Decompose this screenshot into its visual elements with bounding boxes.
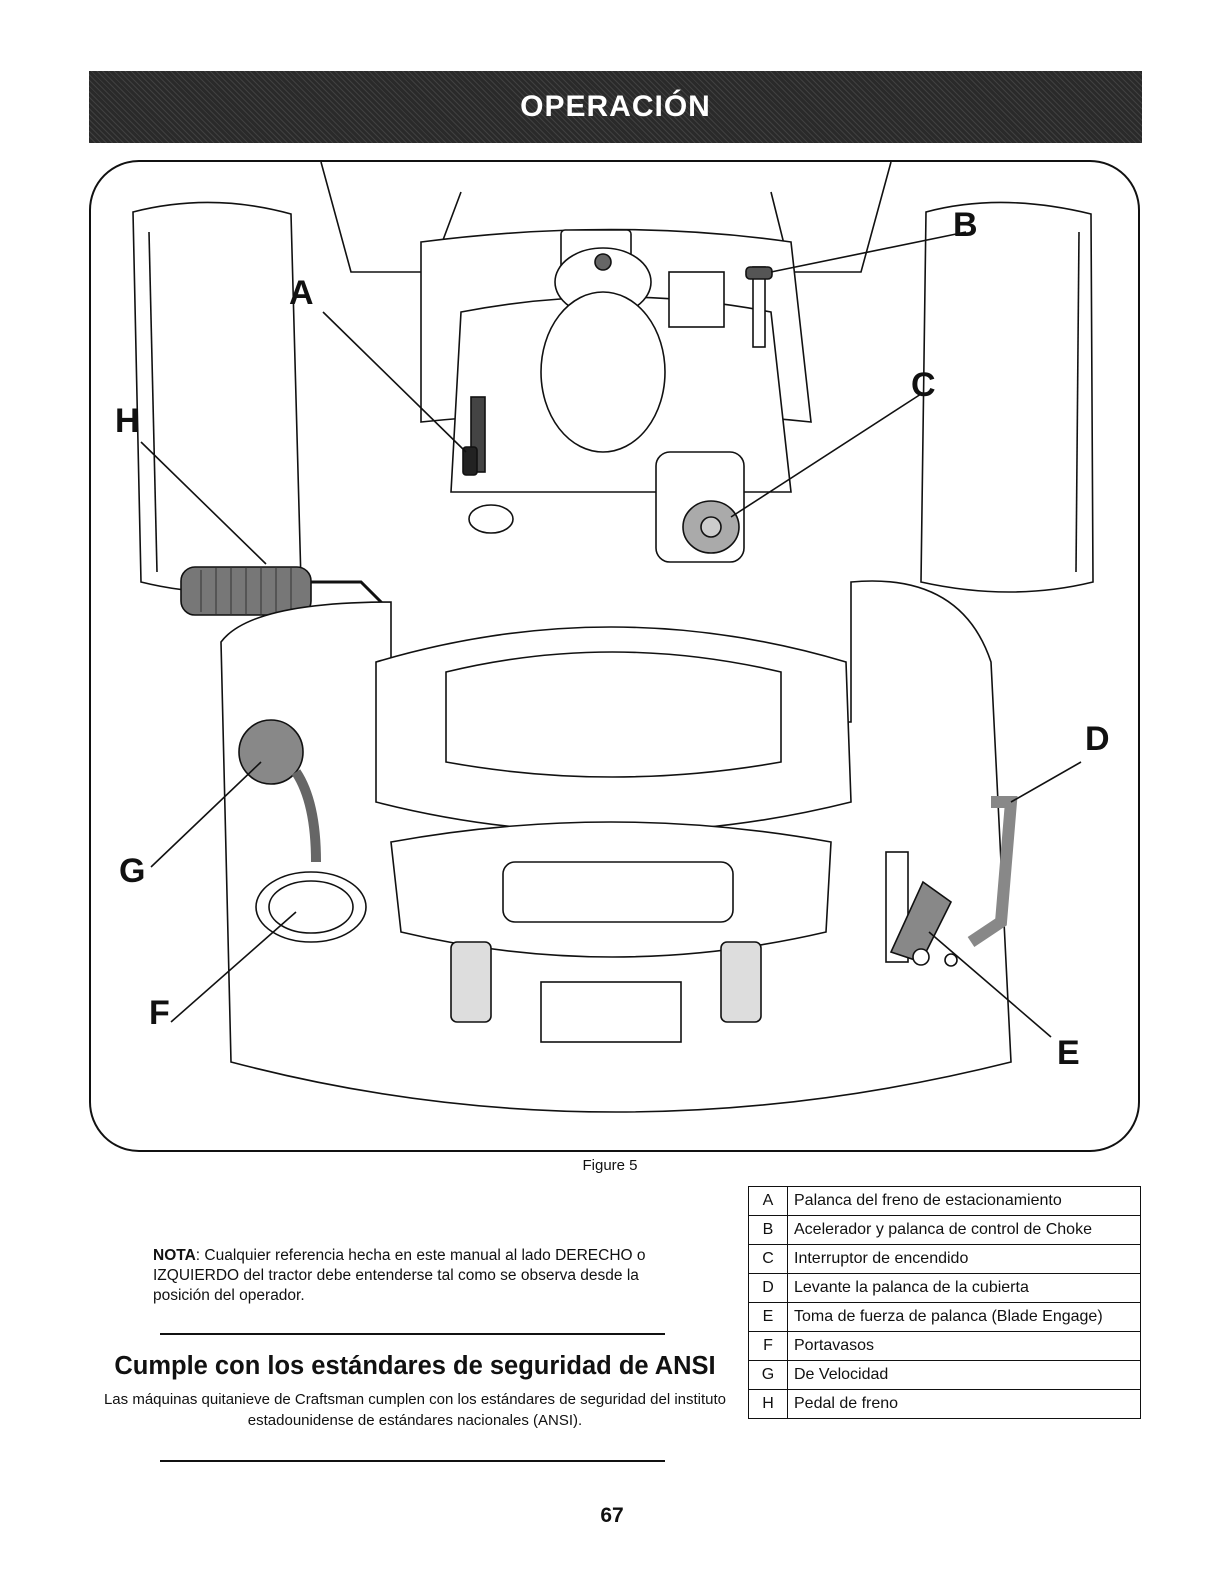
legend-key: C — [748, 1244, 788, 1274]
tractor-diagram-frame: A B C D E F G H — [89, 160, 1140, 1152]
legend-key: H — [748, 1389, 788, 1419]
note-text: : Cualquier referencia hecha en este man… — [153, 1247, 646, 1304]
note-paragraph: NOTA: Cualquier referencia hecha en este… — [153, 1246, 693, 1306]
legend-row: C Interruptor de encendido — [748, 1244, 1141, 1274]
legend-key: E — [748, 1302, 788, 1332]
legend-label: Levante la palanca de la cubierta — [787, 1273, 1141, 1303]
callout-b: B — [953, 206, 978, 244]
divider-top — [160, 1333, 665, 1335]
callout-c: C — [911, 366, 936, 404]
tractor-illustration — [132, 162, 1094, 1113]
page-number: 67 — [600, 1504, 624, 1527]
legend-row: B Acelerador y palanca de control de Cho… — [748, 1215, 1141, 1245]
callout-h: H — [115, 402, 140, 440]
legend-label: Interruptor de encendido — [787, 1244, 1141, 1274]
deck-lift-lever — [967, 796, 1018, 947]
legend-key: G — [748, 1360, 788, 1390]
legend-row: H Pedal de freno — [748, 1389, 1141, 1419]
callout-f: F — [149, 994, 170, 1032]
legend-label: Pedal de freno — [787, 1389, 1141, 1419]
legend-key: B — [748, 1215, 788, 1245]
callout-e: E — [1057, 1034, 1080, 1072]
legend-row: F Portavasos — [748, 1331, 1141, 1361]
legend-label: Acelerador y palanca de control de Choke — [787, 1215, 1141, 1245]
note-label: NOTA — [153, 1247, 196, 1264]
figure-caption: Figure 5 — [582, 1157, 638, 1174]
legend-label: Toma de fuerza de palanca (Blade Engage) — [787, 1302, 1141, 1332]
ansi-body: Las máquinas quitanieve de Craftsman cum… — [103, 1391, 727, 1429]
callout-d: D — [1085, 720, 1110, 758]
legend-row: A Palanca del freno de estacionamiento — [748, 1186, 1141, 1216]
legend-key: A — [748, 1186, 788, 1216]
legend-key: D — [748, 1273, 788, 1303]
divider-bottom — [160, 1460, 665, 1462]
legend-label: Palanca del freno de estacionamiento — [787, 1186, 1141, 1216]
ansi-heading: Cumple con los estándares de seguridad d… — [114, 1352, 716, 1380]
right-rear-tire — [920, 201, 1094, 593]
legend-key: F — [748, 1331, 788, 1361]
callout-g: G — [119, 852, 146, 890]
callout-a: A — [289, 274, 314, 312]
legend-label: De Velocidad — [787, 1360, 1141, 1390]
legend-row: E Toma de fuerza de palanca (Blade Engag… — [748, 1302, 1141, 1332]
section-banner: OPERACIÓN — [89, 71, 1142, 143]
legend-row: D Levante la palanca de la cubierta — [748, 1273, 1141, 1303]
section-title: OPERACIÓN — [520, 90, 711, 123]
left-rear-tire — [132, 201, 302, 593]
legend-label: Portavasos — [787, 1331, 1141, 1361]
parts-legend-table: A Palanca del freno de estacionamiento B… — [748, 1186, 1141, 1419]
legend-row: G De Velocidad — [748, 1360, 1141, 1390]
